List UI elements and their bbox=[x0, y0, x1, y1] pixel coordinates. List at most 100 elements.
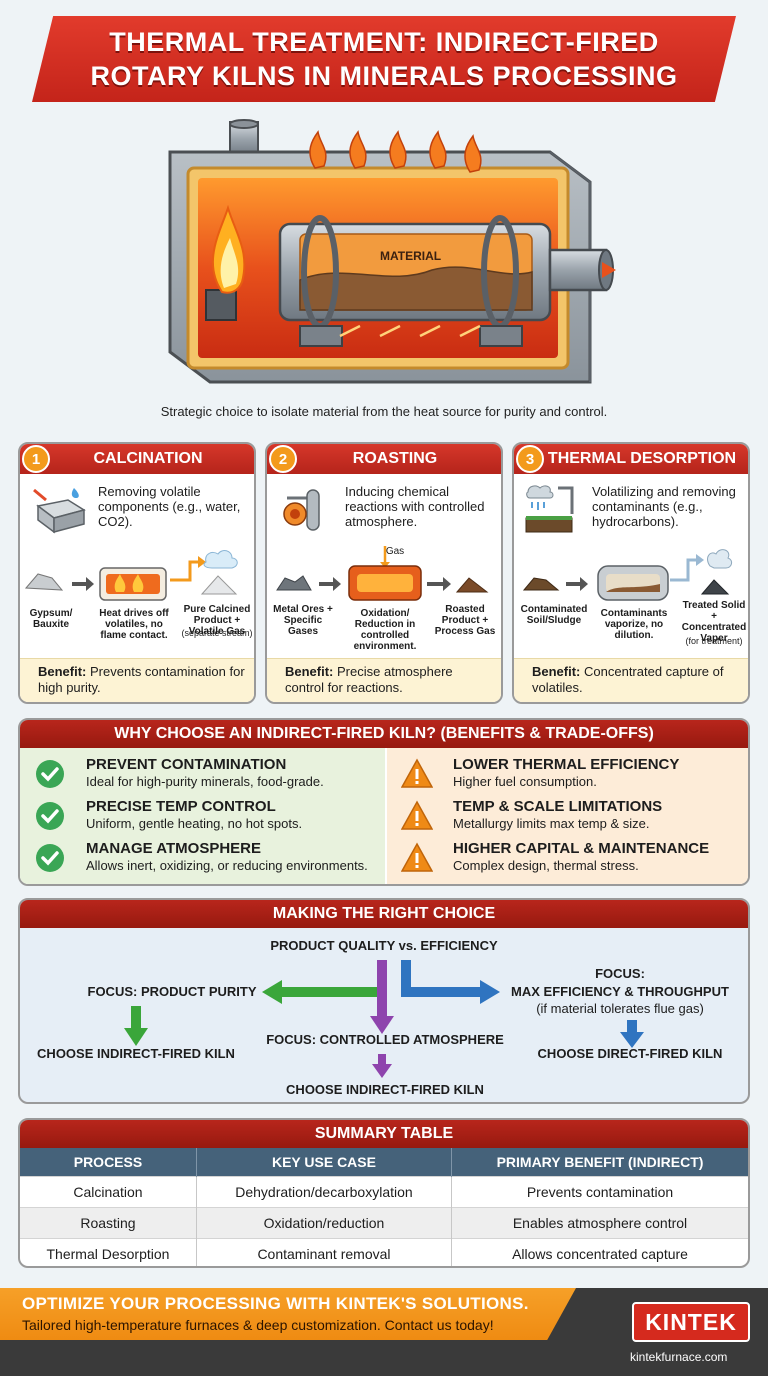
flow-middle-label: Heat drives off volatiles, no flame cont… bbox=[99, 608, 169, 641]
title-line-2: ROTARY KILNS IN MINERALS PROCESSING bbox=[90, 61, 678, 91]
table-cell: Allows concentrated capture bbox=[451, 1237, 748, 1266]
left-focus-label: FOCUS: PRODUCT PURITY bbox=[87, 984, 257, 999]
title-line-1: THERMAL TREATMENT: INDIRECT-FIRED bbox=[109, 27, 659, 57]
column-header: KEY USE CASE bbox=[196, 1148, 453, 1176]
table-cell: Dehydration/decarboxylation bbox=[196, 1175, 453, 1207]
benefit-title: PREVENT CONTAMINATION bbox=[86, 756, 287, 773]
flow-middle-label: Contaminants vaporize, no dilution. bbox=[600, 608, 668, 641]
why-section: WHY CHOOSE AN INDIRECT-FIRED KILN? (BENE… bbox=[18, 718, 750, 886]
card-description: Volatilizing and removing contaminants (… bbox=[592, 484, 736, 529]
footer-cta-band bbox=[0, 1288, 576, 1340]
benefit-desc: Uniform, gentle heating, no hot spots. bbox=[86, 816, 303, 831]
footer-subtext: Tailored high-temperature furnaces & dee… bbox=[22, 1317, 494, 1333]
brand-url-link[interactable]: kintekfurnace.com bbox=[630, 1350, 728, 1364]
tradeoff-desc: Metallurgy limits max temp & size. bbox=[453, 816, 650, 831]
benefit-label: Benefit: bbox=[38, 664, 87, 679]
benefit-label: Benefit: bbox=[532, 664, 581, 679]
material-bed bbox=[299, 266, 533, 311]
card-title: THERMAL DESORPTION bbox=[514, 444, 748, 474]
gas-label: Gas bbox=[385, 546, 405, 557]
tradeoff-desc: Complex design, thermal stress. bbox=[453, 858, 639, 873]
outlet-pipe bbox=[548, 248, 608, 292]
footer-cta: OPTIMIZE YOUR PROCESSING WITH KINTEK'S S… bbox=[22, 1294, 529, 1313]
warning-icon bbox=[401, 842, 433, 872]
roasting-flow: Gas Metal Ores + Specific Gases Oxidatio… bbox=[267, 544, 501, 664]
card-benefit: Benefit: Prevents contamination for high… bbox=[20, 658, 254, 702]
flow-output-note: (separate stream) bbox=[181, 628, 253, 638]
table-cell: Enables atmosphere control bbox=[451, 1206, 748, 1238]
calcination-flow: Gypsum/ Bauxite Heat drives off volatile… bbox=[20, 544, 254, 664]
desorption-flow: Contaminated Soil/Sludge Contaminants va… bbox=[514, 544, 748, 664]
burner bbox=[205, 289, 237, 321]
right-focus-note: (if material tolerates flue gas) bbox=[536, 1001, 704, 1016]
roasting-card: ROASTING 2 Inducing chemical reactions w… bbox=[265, 442, 503, 704]
top-flames-icon bbox=[309, 130, 482, 173]
check-icon bbox=[36, 760, 64, 788]
tradeoff-title: HIGHER CAPITAL & MAINTENANCE bbox=[453, 840, 710, 857]
right-focus-label-1: FOCUS: bbox=[595, 966, 645, 981]
choice-heading: MAKING THE RIGHT CHOICE bbox=[20, 900, 748, 928]
tradeoffs-panel: LOWER THERMAL EFFICIENCY Higher fuel con… bbox=[387, 748, 748, 884]
warning-icon bbox=[401, 800, 433, 830]
card-description: Inducing chemical reactions with control… bbox=[345, 484, 485, 529]
tradeoff-title: TEMP & SCALE LIMITATIONS bbox=[453, 798, 663, 815]
table-cell: Roasting bbox=[20, 1206, 197, 1238]
footer: OPTIMIZE YOUR PROCESSING WITH KINTEK'S S… bbox=[0, 1288, 768, 1376]
center-focus-label: FOCUS: CONTROLLED ATMOSPHERE bbox=[266, 1032, 504, 1047]
center-result-label: CHOOSE INDIRECT-FIRED KILN bbox=[286, 1082, 484, 1097]
contaminated-soil-icon bbox=[525, 485, 574, 533]
table-cell: Contaminant removal bbox=[196, 1237, 453, 1266]
heat-arrows-icon bbox=[339, 324, 481, 338]
flow-input-label: Gypsum/ Bauxite bbox=[29, 608, 73, 630]
flow-output-label: Treated Solid + Concentrated Vaper bbox=[681, 600, 747, 644]
right-focus-label-2: MAX EFFICIENCY & THROUGHPUT bbox=[511, 984, 729, 999]
card-title: CALCINATION bbox=[20, 444, 254, 474]
check-icon bbox=[36, 802, 64, 830]
table-row: Calcination Dehydration/decarboxylation … bbox=[20, 1175, 748, 1207]
left-result-label: CHOOSE INDIRECT-FIRED KILN bbox=[37, 1046, 235, 1061]
benefit-text: Concentrated capture of volatiles. bbox=[532, 664, 724, 695]
summary-table: PROCESS KEY USE CASE PRIMARY BENEFIT (IN… bbox=[20, 1148, 748, 1266]
flow-input-label: Metal Ores + Specific Gases bbox=[273, 604, 333, 637]
tradeoff-title: LOWER THERMAL EFFICIENCY bbox=[453, 756, 680, 773]
table-cell: Prevents contamination bbox=[451, 1175, 748, 1207]
choice-section: MAKING THE RIGHT CHOICE PRODUCT QUALITY … bbox=[18, 898, 750, 1104]
limestone-block-icon bbox=[33, 488, 86, 534]
benefit-label: Benefit: bbox=[285, 664, 334, 679]
card-number-badge: 3 bbox=[516, 445, 544, 473]
table-row: Roasting Oxidation/reduction Enables atm… bbox=[20, 1206, 748, 1238]
title-banner: THERMAL TREATMENT: INDIRECT-FIRED ROTARY… bbox=[32, 16, 736, 102]
warning-icon bbox=[401, 758, 433, 788]
material-label: MATERIAL bbox=[380, 249, 441, 263]
benefit-text: Prevents contamination for high purity. bbox=[38, 664, 245, 695]
why-heading: WHY CHOOSE AN INDIRECT-FIRED KILN? (BENE… bbox=[20, 720, 748, 748]
card-description: Removing volatile components (e.g., wate… bbox=[98, 484, 241, 529]
calcination-card: CALCINATION 1 Removing volatile componen… bbox=[18, 442, 256, 704]
table-cell: Thermal Desorption bbox=[20, 1237, 197, 1266]
flow-diagram bbox=[24, 550, 238, 601]
right-arrow bbox=[401, 960, 480, 997]
column-header: PRIMARY BENEFIT (INDIRECT) bbox=[451, 1148, 748, 1176]
check-icon bbox=[36, 844, 64, 872]
flow-diagram bbox=[276, 546, 489, 601]
benefit-title: MANAGE ATMOSPHERE bbox=[86, 840, 262, 857]
table-cell: Oxidation/reduction bbox=[196, 1206, 453, 1238]
card-number-badge: 2 bbox=[269, 445, 297, 473]
benefit-desc: Ideal for high-purity minerals, food-gra… bbox=[86, 774, 324, 789]
table-header-row: PROCESS KEY USE CASE PRIMARY BENEFIT (IN… bbox=[20, 1148, 748, 1176]
column-header: PROCESS bbox=[20, 1148, 197, 1176]
brand-logo: KINTEK bbox=[632, 1302, 750, 1342]
benefit-text: Precise atmosphere control for reactions… bbox=[285, 664, 453, 695]
right-result-label: CHOOSE DIRECT-FIRED KILN bbox=[537, 1046, 723, 1061]
tradeoff-desc: Higher fuel consumption. bbox=[453, 774, 597, 789]
table-cell: Calcination bbox=[20, 1175, 197, 1207]
summary-heading: SUMMARY TABLE bbox=[20, 1120, 748, 1148]
benefits-panel: PREVENT CONTAMINATION Ideal for high-pur… bbox=[20, 748, 385, 884]
left-arrow bbox=[282, 960, 387, 997]
flow-output-note: (for treatment) bbox=[685, 636, 743, 646]
decision-arrows bbox=[124, 960, 644, 1078]
subtitle: Strategic choice to isolate material fro… bbox=[160, 404, 608, 419]
flow-middle-label: Oxidation/ Reduction in controlled envir… bbox=[353, 608, 417, 652]
card-title: ROASTING bbox=[267, 444, 501, 474]
